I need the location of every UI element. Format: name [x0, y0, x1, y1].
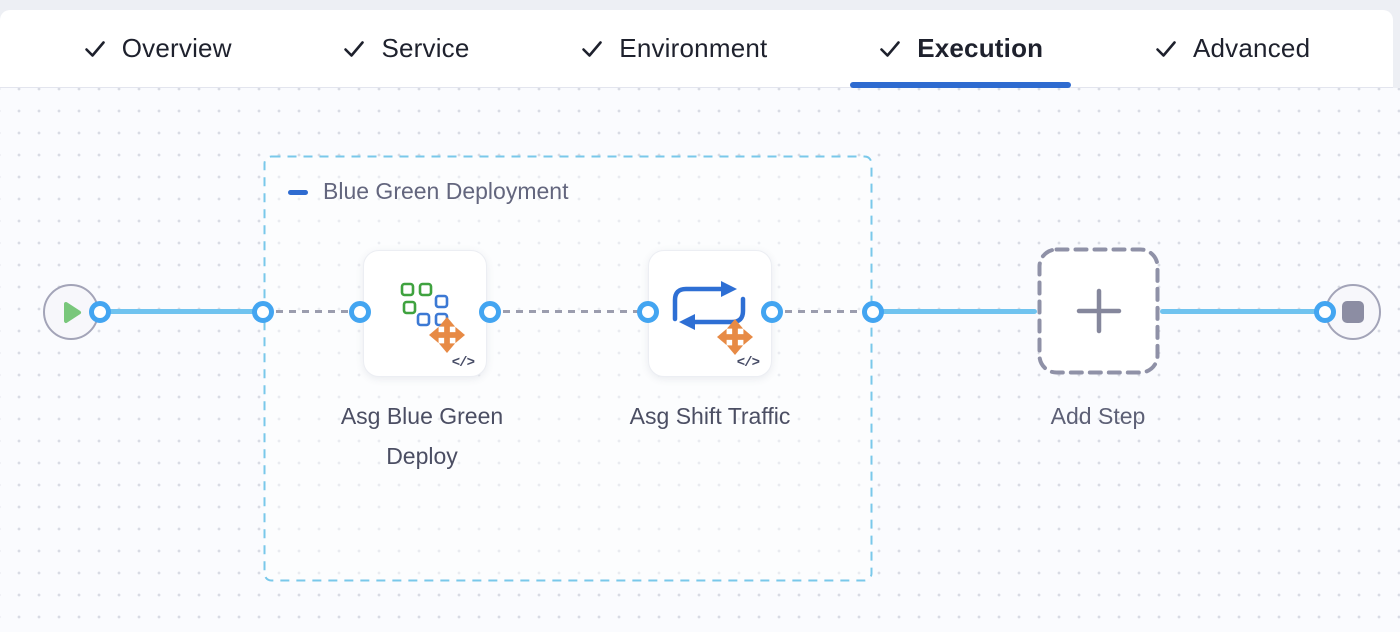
- check-icon: [1156, 40, 1176, 57]
- tab-label: Execution: [917, 33, 1044, 63]
- pipeline-canvas[interactable]: Blue Green Deployment </>: [0, 88, 1400, 632]
- group-dashed-border: [263, 155, 873, 582]
- connector-port[interactable]: [349, 301, 371, 323]
- step-card-asg-shift-traffic[interactable]: </>: [648, 250, 772, 377]
- tab-label: Environment: [619, 33, 768, 63]
- connector-port[interactable]: [89, 301, 111, 323]
- connection-line: [100, 309, 263, 314]
- check-icon: [880, 40, 900, 57]
- code-icon: </>: [736, 355, 760, 371]
- connector-port[interactable]: [252, 301, 274, 323]
- connector-port[interactable]: [479, 301, 501, 323]
- dashed-connection-line: [772, 310, 873, 313]
- add-step-button[interactable]: [1037, 247, 1160, 375]
- tab-execution[interactable]: Execution: [850, 10, 1072, 88]
- plus-icon: [1076, 288, 1121, 334]
- tab-advanced[interactable]: Advanced: [1126, 10, 1338, 87]
- connector-port[interactable]: [761, 301, 783, 323]
- active-tab-underline: [850, 82, 1072, 88]
- connector-port[interactable]: [1314, 301, 1336, 323]
- tab-environment[interactable]: Environment: [552, 10, 795, 87]
- step-card-asg-blue-green-deploy[interactable]: </>: [363, 250, 487, 377]
- check-icon: [582, 40, 603, 57]
- connector-port[interactable]: [637, 301, 659, 323]
- connection-line: [873, 309, 1037, 314]
- tab-service[interactable]: Service: [314, 10, 497, 87]
- connection-line: [1160, 309, 1325, 314]
- move-arrows-icon: [429, 317, 465, 353]
- tab-label: Overview: [121, 33, 232, 63]
- step-label-asg-blue-green-deploy: Asg Blue Green Deploy: [340, 403, 504, 469]
- dashed-connection-line: [490, 310, 648, 313]
- tab-label: Advanced: [1192, 33, 1311, 63]
- tab-overview[interactable]: Overview: [55, 10, 260, 87]
- group-label: Blue Green Deployment: [323, 178, 569, 204]
- add-step-label: Add Step: [1050, 403, 1146, 429]
- connector-port[interactable]: [862, 301, 884, 323]
- stop-icon: [1342, 301, 1364, 323]
- check-icon: [344, 40, 365, 57]
- check-icon: [84, 40, 105, 57]
- step-group-blue-green-deployment[interactable]: Blue Green Deployment: [263, 155, 873, 582]
- step-label-asg-shift-traffic: Asg Shift Traffic: [629, 403, 791, 429]
- play-icon: [64, 301, 81, 323]
- stage-config-tabbar: Overview Service Environment Execution A…: [0, 10, 1393, 88]
- tab-label: Service: [381, 33, 470, 63]
- dashed-connection-line: [263, 310, 360, 313]
- collapse-group-icon[interactable]: [288, 190, 308, 195]
- move-arrows-icon: [717, 319, 753, 355]
- asg-shift-traffic-icon: [672, 281, 746, 330]
- code-icon: </>: [451, 355, 475, 371]
